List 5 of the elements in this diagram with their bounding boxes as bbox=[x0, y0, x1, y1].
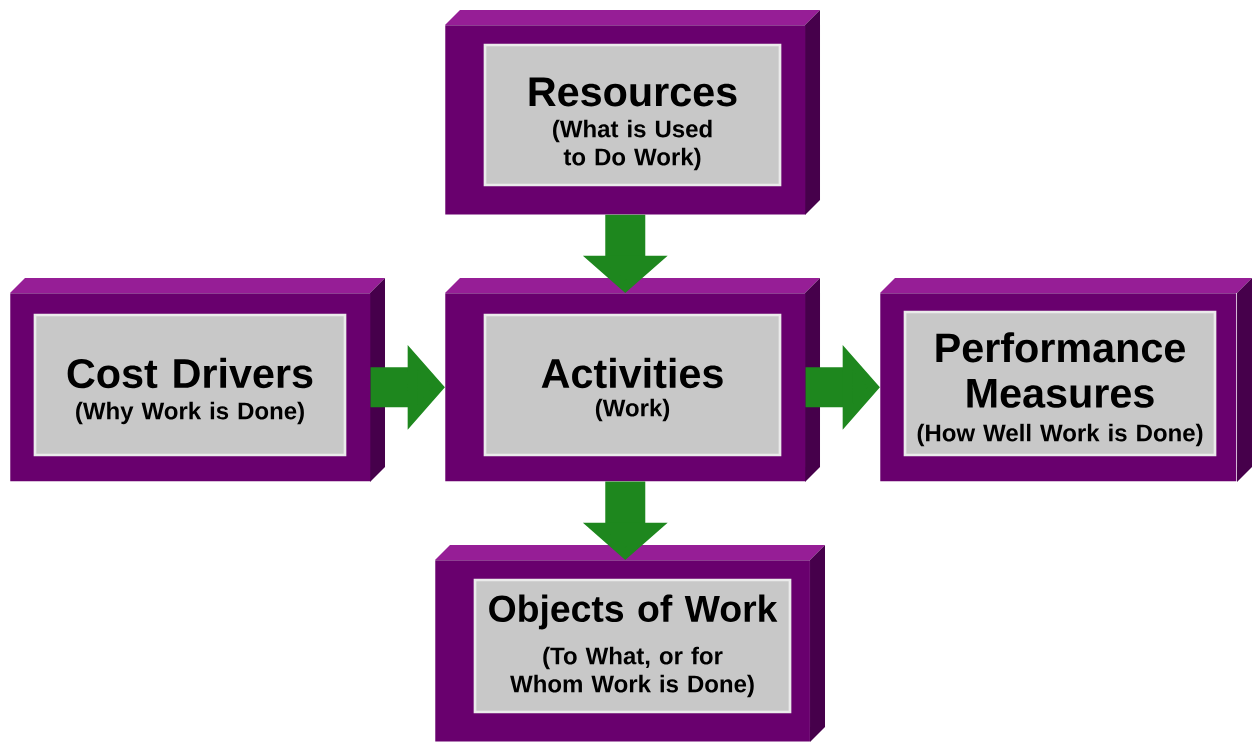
frame-box: Performance Measures (How Well Work is Done) bbox=[880, 278, 1252, 482]
frame-box: Cost Drivers (Why Work is Done) bbox=[10, 278, 385, 482]
frame-box: Resources (What is Used to Do Work) bbox=[445, 10, 820, 215]
frame-box: Activities (Work) bbox=[445, 278, 820, 482]
frame-box: Objects of Work (To What, or for Whom Work is Done) bbox=[435, 545, 825, 742]
